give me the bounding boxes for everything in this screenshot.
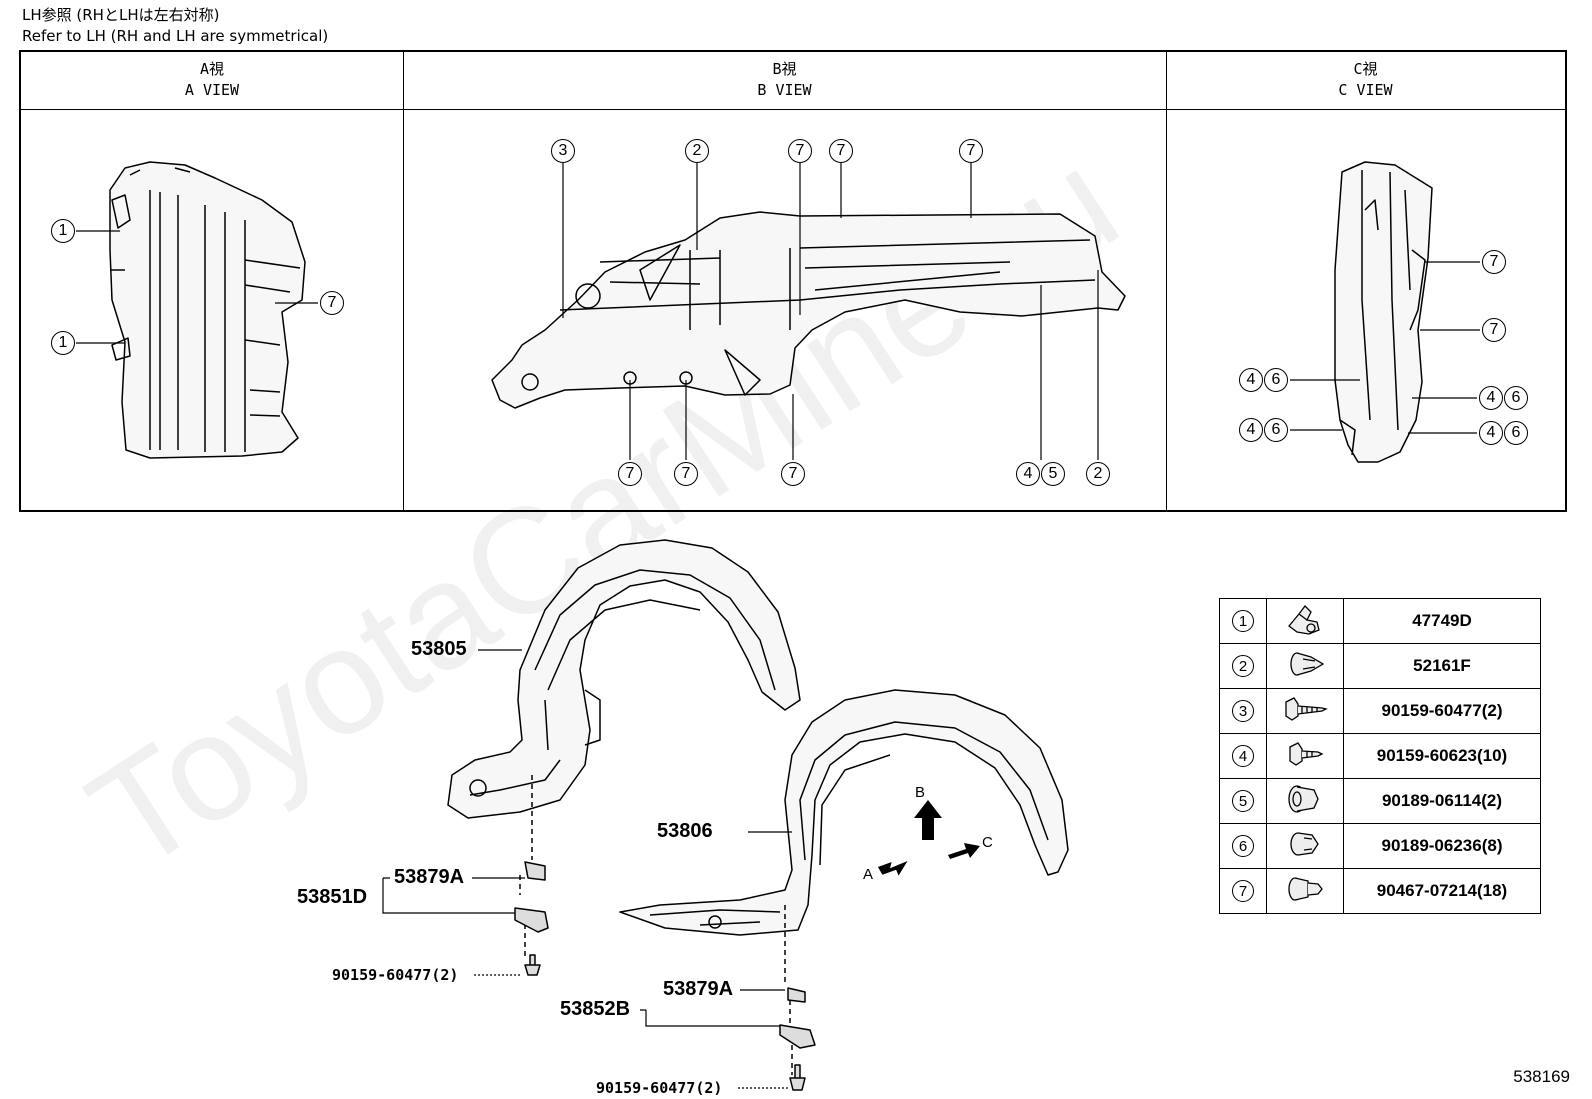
view-c-jp: C視 xyxy=(1353,60,1378,78)
direction-label-b: B xyxy=(915,784,926,801)
label-nut-right: 53879A xyxy=(663,978,734,1000)
part-number-circle: 4 xyxy=(1232,745,1254,767)
callout-b-7-bottom-2: 7 xyxy=(674,462,698,486)
view-b-en: B VIEW xyxy=(757,81,812,99)
header-japanese: LH参照 (RHとLHは左右対称) xyxy=(22,6,220,24)
view-a-en: A VIEW xyxy=(184,81,240,99)
callout-b-7-bottom-3: 7 xyxy=(781,462,805,486)
callout-a-1-top: 1 xyxy=(51,219,75,243)
views-table: A視 A VIEW B視 B VIEW C視 C VIEW xyxy=(19,50,1567,512)
part-no: 90159-60623(10) xyxy=(1343,733,1541,779)
callout-b-2-top: 2 xyxy=(685,139,709,163)
screw-icon xyxy=(1266,733,1344,779)
tapping-screw-icon xyxy=(1266,688,1344,734)
direction-label-c: C xyxy=(982,834,993,851)
parts-row: 2 52161F xyxy=(1219,643,1541,689)
callout-b-2-bottom: 2 xyxy=(1086,462,1110,486)
label-nut-left: 53879A xyxy=(394,866,465,888)
part-number-circle: 6 xyxy=(1232,835,1254,857)
callout-b-7-top-2: 7 xyxy=(829,139,853,163)
view-divider xyxy=(1166,52,1167,510)
label-front-liner: 53805 xyxy=(411,638,467,660)
view-c-en: C VIEW xyxy=(1338,81,1393,99)
part-number-circle: 7 xyxy=(1232,880,1254,902)
part-no: 47749D xyxy=(1343,598,1541,644)
b-view-liner-drawing xyxy=(491,211,1126,409)
parts-row: 6 90189-06236(8) xyxy=(1219,823,1541,869)
label-bracket-set-left: 53851D xyxy=(297,886,368,908)
part-no: 90159-60477(2) xyxy=(1343,688,1541,734)
view-header-a: A視 A VIEW xyxy=(21,52,403,110)
callout-c-7-top: 7 xyxy=(1482,250,1506,274)
part-number-circle: 2 xyxy=(1232,655,1254,677)
callout-c-7-middle: 7 xyxy=(1482,318,1506,342)
parts-row: 3 90159-60477(2) xyxy=(1219,688,1541,734)
direction-arrows xyxy=(877,800,980,876)
direction-label-a: A xyxy=(863,866,874,883)
label-screw-left: 90159-60477(2) xyxy=(332,966,459,984)
parts-row: 1 47749D xyxy=(1219,598,1541,644)
callout-a-7: 7 xyxy=(320,291,344,315)
callout-b-7-top-3: 7 xyxy=(959,139,983,163)
part-no: 52161F xyxy=(1343,643,1541,689)
grommet-icon xyxy=(1266,778,1344,824)
part-no: 90467-07214(18) xyxy=(1343,868,1541,914)
push-rivet-icon xyxy=(1266,643,1344,689)
parts-row: 7 90467-07214(18) xyxy=(1219,868,1541,914)
view-header-b: B視 B VIEW xyxy=(403,52,1166,110)
a-view-liner-drawing xyxy=(109,161,306,459)
view-b-jp: B視 xyxy=(772,60,797,78)
part-no: 90189-06114(2) xyxy=(1343,778,1541,824)
view-a-jp: A視 xyxy=(199,60,225,78)
label-rear-liner: 53806 xyxy=(657,820,713,842)
callout-b-7-bottom-1: 7 xyxy=(618,462,642,486)
part-number-circle: 1 xyxy=(1232,610,1254,632)
c-view-liner-drawing xyxy=(1334,161,1433,463)
header-english: Refer to LH (RH and LH are symmetrical) xyxy=(22,27,329,45)
label-screw-right: 90159-60477(2) xyxy=(596,1079,723,1097)
part-number-circle: 3 xyxy=(1232,700,1254,722)
part-number-circle: 5 xyxy=(1232,790,1254,812)
parts-row: 4 90159-60623(10) xyxy=(1219,733,1541,779)
view-divider xyxy=(403,52,404,510)
label-bracket-set-right: 53852B xyxy=(560,998,631,1020)
nut-icon xyxy=(1266,823,1344,869)
diagram-number: 538169 xyxy=(1513,1067,1570,1086)
parts-row: 5 90189-06114(2) xyxy=(1219,778,1541,824)
clip-icon xyxy=(1266,598,1344,644)
callout-b-7-top-1: 7 xyxy=(788,139,812,163)
callout-a-1-bottom: 1 xyxy=(51,331,75,355)
front-liner-drawing xyxy=(447,539,801,819)
callout-b-3: 3 xyxy=(551,139,575,163)
parts-table: 1 47749D 2 52161F 3 90159-60477(2) 4 901… xyxy=(1219,598,1541,914)
push-clip-icon xyxy=(1266,868,1344,914)
rear-liner-drawing xyxy=(619,689,1069,936)
part-no: 90189-06236(8) xyxy=(1343,823,1541,869)
view-header-c: C視 C VIEW xyxy=(1166,52,1565,110)
